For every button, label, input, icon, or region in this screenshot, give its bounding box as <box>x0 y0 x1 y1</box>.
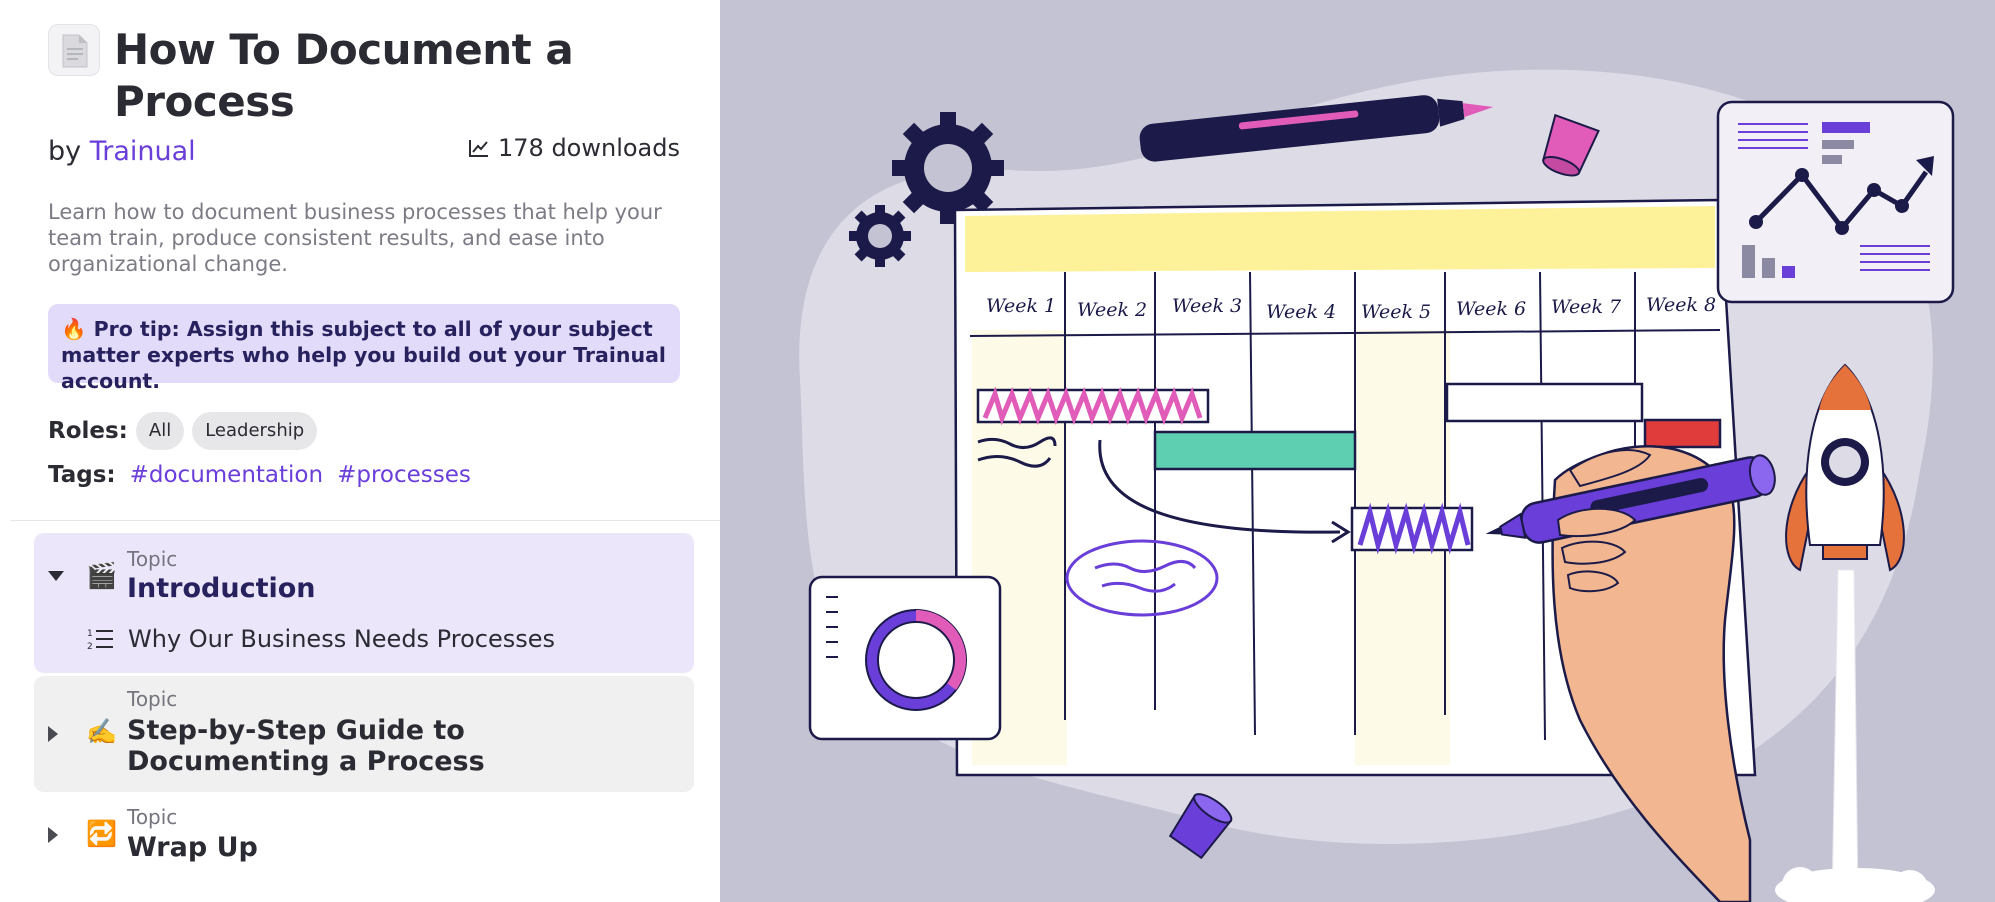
hand-holding-marker-icon <box>1485 445 1776 902</box>
rocket-icon <box>1775 363 1935 902</box>
topic-label: Topic <box>127 687 178 711</box>
marker-cap-icon <box>1542 113 1600 177</box>
lesson-name: Why Our Business Needs Processes <box>128 625 555 653</box>
numbered-list-icon: 1 2 <box>87 629 113 651</box>
writing-hand-icon: ✍️ <box>86 717 118 746</box>
donut-chart-card <box>808 575 1002 741</box>
page-title: How To Document a Process <box>114 25 574 126</box>
gantt-planning-illustration: Week 1 Week 2 Week 3 Week 4 Week 5 Week … <box>799 69 1955 902</box>
subject-description: Learn how to document business processes… <box>48 200 662 276</box>
divider <box>10 520 720 521</box>
lesson-item[interactable]: 1 2 Why Our Business Needs Processes <box>86 625 555 653</box>
gear-icon <box>892 112 1004 224</box>
caret-right-icon[interactable] <box>48 827 58 843</box>
line-chart-card <box>1716 100 1955 304</box>
downloads-text: 178 downloads <box>498 134 680 162</box>
roles-row: Roles: All Leadership <box>48 412 318 450</box>
roles-label: Roles: <box>48 418 128 444</box>
marker-cap-purple-icon <box>1168 793 1233 860</box>
topic-label: Topic <box>127 805 178 829</box>
clapperboard-icon: 🎬 <box>86 561 118 590</box>
subject-details-panel: How To Document a Process by Trainual 17… <box>0 0 720 902</box>
downloads-count: 178 downloads <box>468 134 680 162</box>
week-label: Week 1 <box>986 295 1056 317</box>
topic-name: Introduction <box>127 573 316 604</box>
topic-name: Step-by-Step Guide to Documenting a Proc… <box>127 715 485 777</box>
week-label: Week 3 <box>1172 295 1242 317</box>
document-icon <box>48 24 100 76</box>
author-link[interactable]: Trainual <box>89 136 196 167</box>
author-byline: by Trainual <box>48 136 196 167</box>
caret-down-icon[interactable] <box>48 571 64 581</box>
tag-documentation[interactable]: #documentation <box>129 462 324 488</box>
tags-row: Tags: #documentation #processes <box>48 462 471 488</box>
role-chip-leadership[interactable]: Leadership <box>192 412 318 450</box>
topic-label: Topic <box>127 547 178 571</box>
repeat-arrows-icon: 🔁 <box>86 819 118 848</box>
role-chip-all[interactable]: All <box>135 412 185 450</box>
svg-text:2: 2 <box>87 642 93 651</box>
week-label: Week 4 <box>1266 301 1336 323</box>
svg-text:1: 1 <box>87 629 93 639</box>
gantt-board: Week 1 Week 2 Week 3 Week 4 Week 5 Week … <box>953 198 1757 777</box>
week-label: Week 2 <box>1077 299 1147 321</box>
marker-icon <box>1139 95 1494 162</box>
topic-name: Wrap Up <box>127 832 258 863</box>
week-label: Week 8 <box>1646 294 1716 316</box>
week-label: Week 6 <box>1456 298 1526 320</box>
pro-tip-banner: 🔥 Pro tip: Assign this subject to all of… <box>48 304 680 393</box>
by-prefix: by <box>48 136 82 167</box>
topic-step-by-step-guide[interactable]: ✍️ Topic Step-by-Step Guide to Documenti… <box>34 676 694 792</box>
subject-illustration: Week 1 Week 2 Week 3 Week 4 Week 5 Week … <box>720 0 1995 902</box>
tags-label: Tags: <box>48 462 116 488</box>
topic-wrap-up[interactable]: 🔁 Topic Wrap Up <box>34 800 694 892</box>
small-gear-icon <box>849 205 911 267</box>
tag-processes[interactable]: #processes <box>337 462 471 488</box>
week-label: Week 7 <box>1551 296 1622 318</box>
caret-right-icon[interactable] <box>48 726 58 742</box>
week-label: Week 5 <box>1361 301 1431 323</box>
topic-introduction[interactable]: 🎬 Topic Introduction 1 2 Why Our Busines… <box>34 533 694 673</box>
chart-trend-icon <box>469 140 488 157</box>
